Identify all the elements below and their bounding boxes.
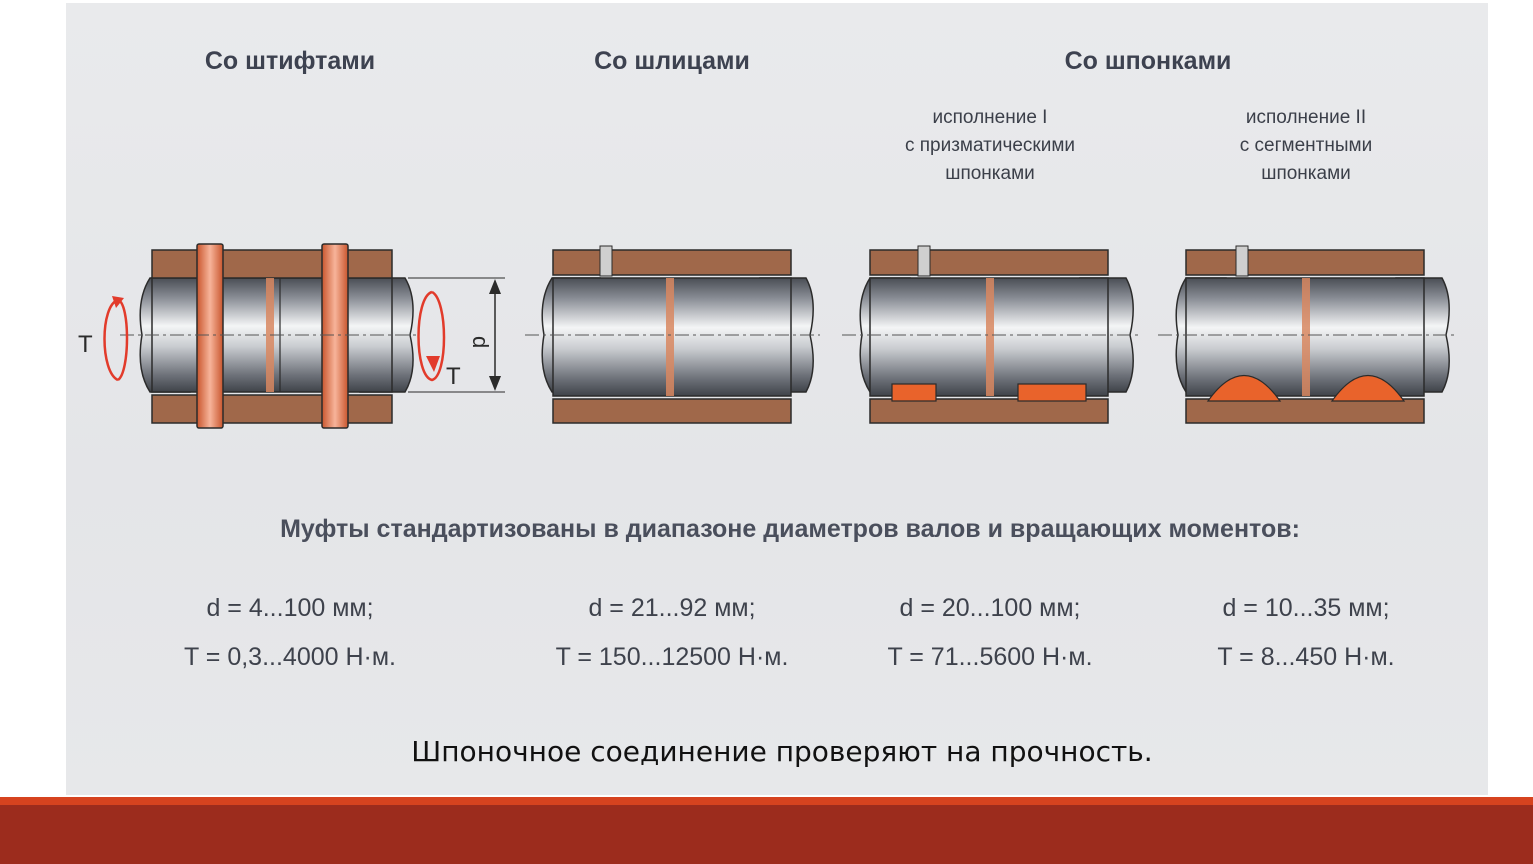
coupling-segment-keys: [1158, 245, 1456, 424]
diameter-label: d: [468, 336, 493, 348]
spec-t-pins: T = 0,3...4000 Н·м.: [184, 643, 396, 671]
variant-2-line-2: с сегментными: [1239, 135, 1373, 156]
heading-splines: Со шлицами: [594, 47, 750, 75]
slide-caption: Шпоночное соединение проверяют на прочно…: [411, 735, 1153, 768]
variant-1-caption: исполнение I с призматическими шпонками: [905, 104, 1075, 188]
spec-d-segment: d = 10...35 мм;: [1222, 594, 1390, 622]
footer-bar: [0, 805, 1533, 864]
torque-label-right: T: [446, 363, 461, 390]
variant-2-line-3: шпонками: [1261, 163, 1351, 184]
coupling-splines: [525, 245, 820, 424]
coupling-prismatic-keys: [842, 245, 1140, 424]
variant-2-caption: исполнение II с сегментными шпонками: [1240, 104, 1372, 188]
variant-1-line-3: шпонками: [945, 163, 1035, 184]
coupling-pins: [103, 243, 505, 429]
variant-2-line-1: исполнение II: [1245, 107, 1367, 128]
spec-d-splines: d = 21...92 мм;: [588, 594, 756, 622]
spec-t-splines: T = 150...12500 Н·м.: [555, 643, 789, 671]
variant-1-line-2: с призматическими: [904, 135, 1076, 156]
spec-t-segment: T = 8...450 Н·м.: [1217, 643, 1395, 671]
standard-summary: Муфты стандартизованы в диапазоне диамет…: [280, 515, 1300, 543]
torque-label-left: T: [78, 331, 93, 358]
spec-d-pins: d = 4...100 мм;: [206, 594, 374, 622]
heading-pins: Со штифтами: [204, 47, 376, 75]
footer-accent-bar: [0, 797, 1533, 805]
heading-keys: Со шпонками: [1064, 47, 1232, 75]
spec-d-prismatic: d = 20...100 мм;: [899, 594, 1081, 622]
spec-t-prismatic: T = 71...5600 Н·м.: [887, 643, 1093, 671]
variant-1-line-1: исполнение I: [932, 107, 1048, 128]
